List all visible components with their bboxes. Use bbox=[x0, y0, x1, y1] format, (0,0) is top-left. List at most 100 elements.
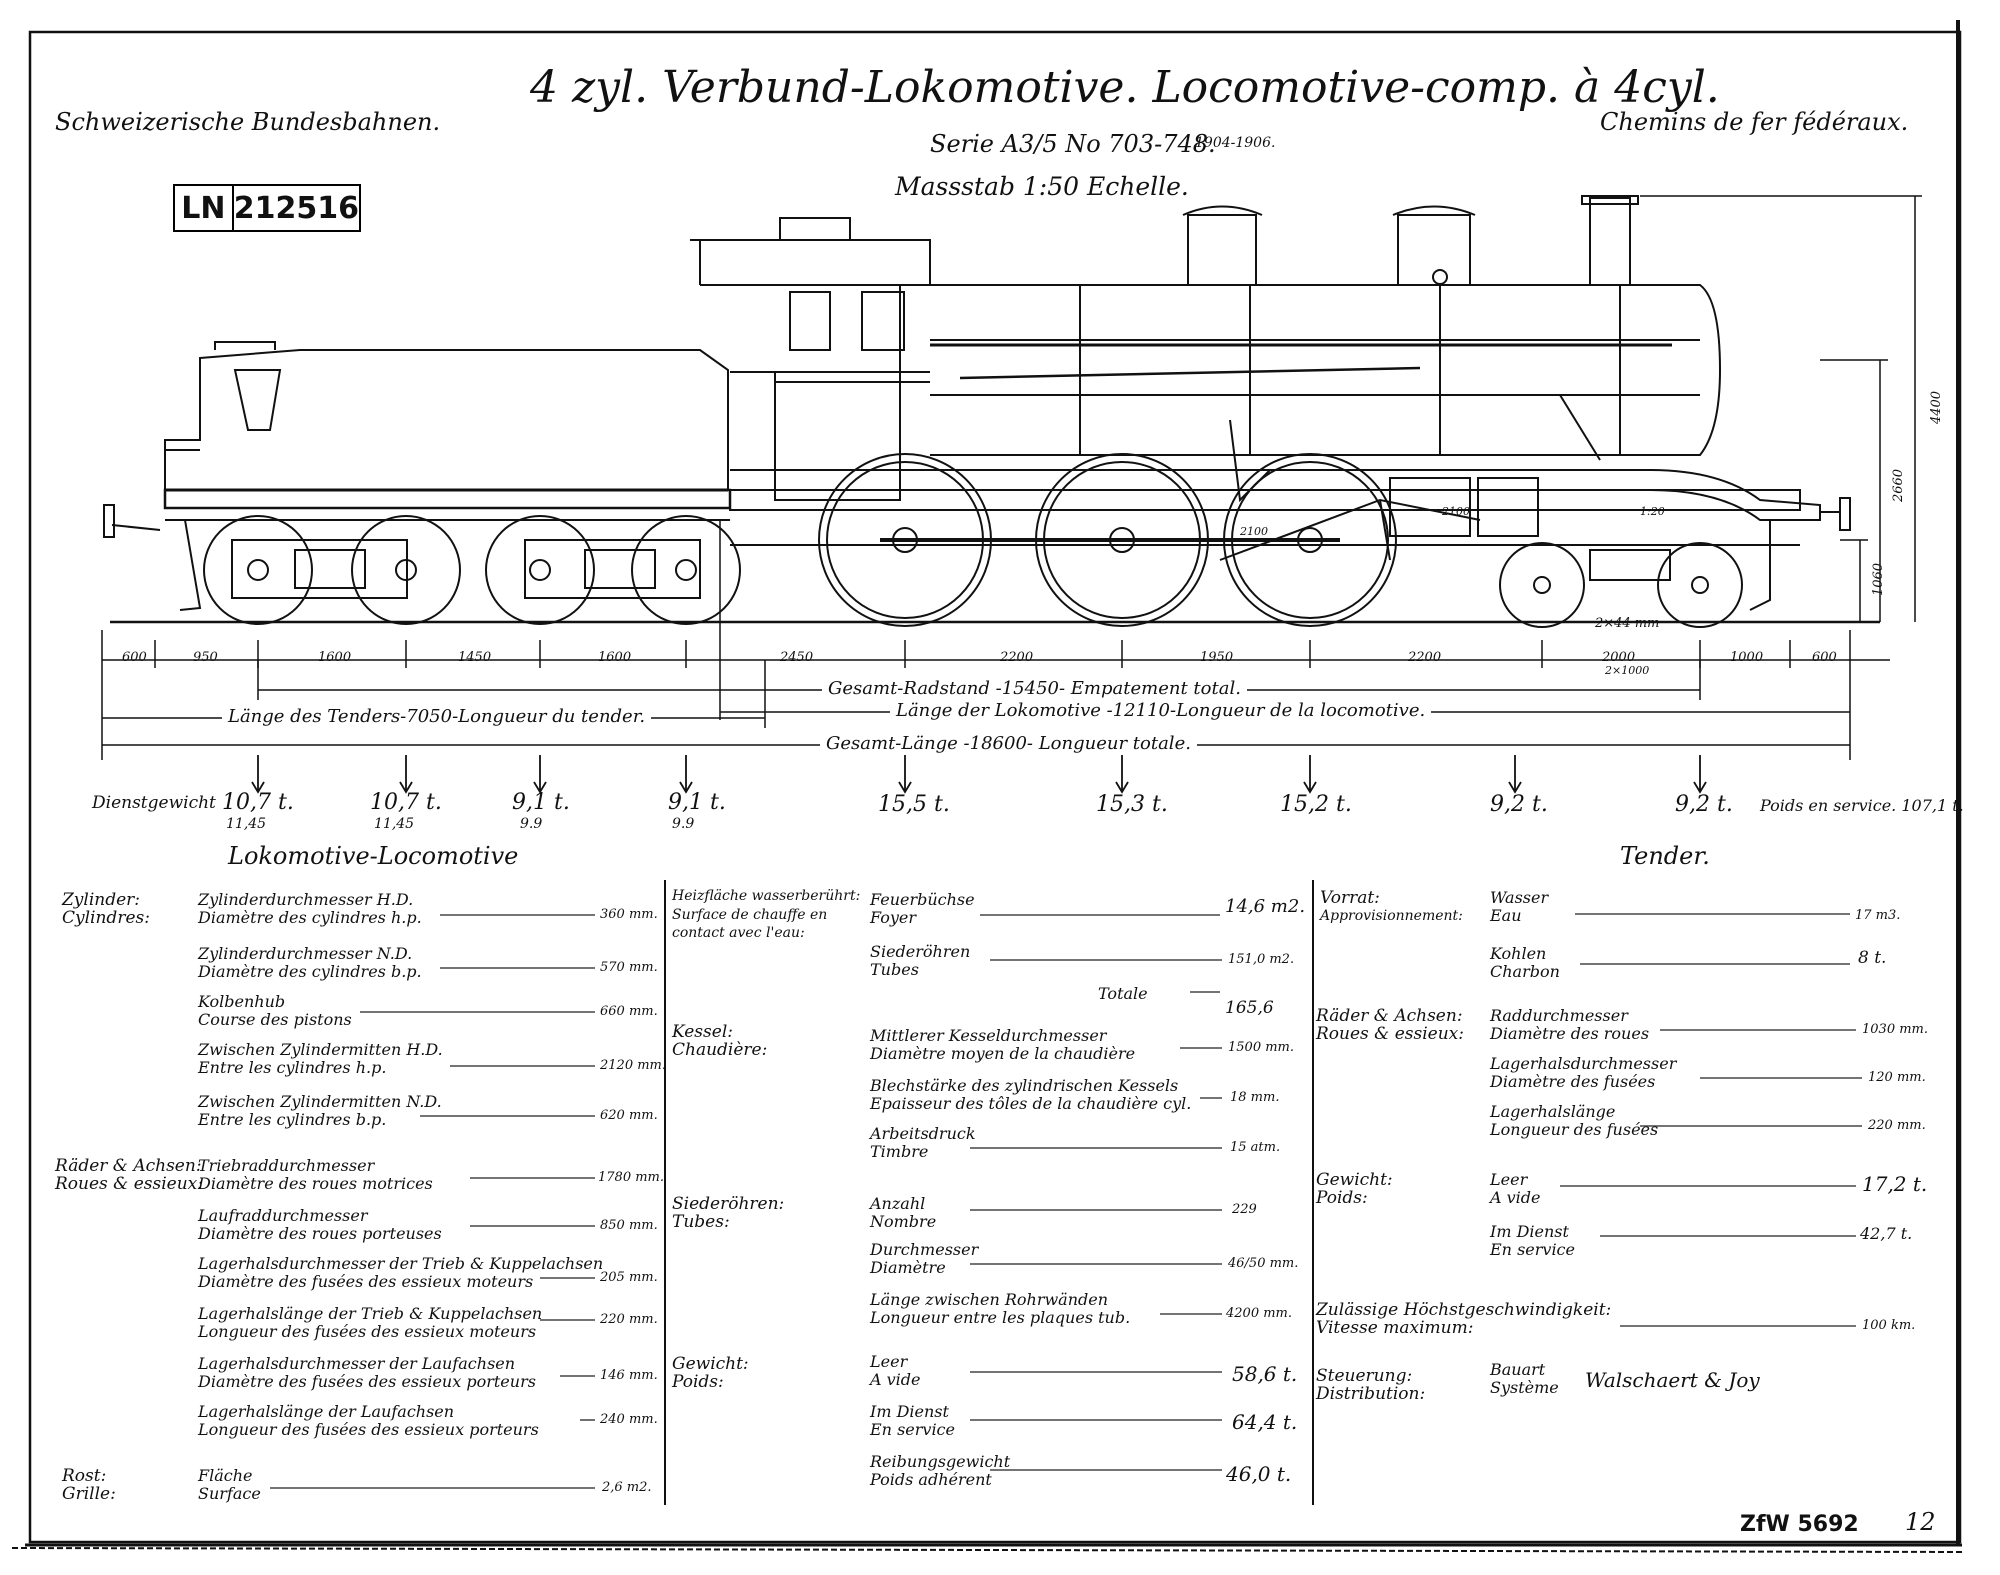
spec-value: 240 mm. bbox=[600, 1412, 658, 1427]
height-label: 2660 bbox=[1891, 468, 1907, 503]
height-label: 4400 bbox=[1929, 390, 1945, 425]
group-label: Distribution: bbox=[1316, 1384, 1426, 1404]
group-label: Gewicht: bbox=[672, 1354, 749, 1374]
group-label: Roues & essieux: bbox=[1316, 1024, 1464, 1044]
spec-value: 46,0 t. bbox=[1226, 1462, 1292, 1486]
group-label: Rost: bbox=[62, 1466, 107, 1486]
spec-value: 1500 mm. bbox=[1228, 1040, 1295, 1055]
spec-value: 165,6 bbox=[1225, 998, 1274, 1018]
stamp-number: 212516 bbox=[233, 190, 359, 226]
spec-label: Feuerbüchse bbox=[870, 890, 975, 909]
spec-label: Zylinderdurchmesser H.D. bbox=[198, 890, 414, 909]
tender-length-label: Länge des Tenders-7050-Longueur du tende… bbox=[222, 706, 652, 727]
spec-value: 205 mm. bbox=[600, 1270, 658, 1285]
spec-label: Totale bbox=[1098, 984, 1148, 1003]
spec-label: Anzahl bbox=[870, 1194, 926, 1213]
dim-label: 2200 bbox=[1000, 650, 1034, 665]
spec-value: 229 bbox=[1232, 1202, 1257, 1217]
spec-label: Diamètre des roues porteuses bbox=[198, 1224, 442, 1243]
spec-label: Lagerhalslänge bbox=[1490, 1102, 1616, 1121]
boiler bbox=[930, 284, 1722, 456]
spec-label: Raddurchmesser bbox=[1490, 1006, 1628, 1025]
spec-label: En service bbox=[1490, 1240, 1575, 1259]
spec-label: Leer bbox=[870, 1352, 908, 1371]
dim-label: 2200 bbox=[1408, 650, 1442, 665]
gauge-note: 2×44 mm bbox=[1595, 616, 1660, 631]
spec-label: Arbeitsdruck bbox=[870, 1124, 976, 1143]
total-length-label: Gesamt-Länge -18600- Longueur totale. bbox=[820, 733, 1197, 754]
spec-label: Blechstärke des zylindrischen Kessels bbox=[870, 1076, 1179, 1095]
group-label: Grille: bbox=[62, 1484, 116, 1504]
spec-label: Länge zwischen Rohrwänden bbox=[870, 1290, 1109, 1309]
spec-value: 660 mm. bbox=[600, 1004, 658, 1019]
spec-label: Diamètre des fusées bbox=[1490, 1072, 1656, 1091]
dim-label: 1000 bbox=[1730, 650, 1764, 665]
axle-weight: 9,2 t. bbox=[1675, 792, 1733, 817]
dim-label: 950 bbox=[193, 650, 218, 665]
spec-value: 120 mm. bbox=[1868, 1070, 1926, 1085]
spec-value: 1030 mm. bbox=[1862, 1022, 1929, 1037]
spec-label: Lagerhalsdurchmesser der Laufachsen bbox=[198, 1354, 516, 1373]
spec-value: 220 mm. bbox=[600, 1312, 658, 1327]
group-label: Poids: bbox=[1316, 1188, 1368, 1208]
axle-weight: 9,2 t. bbox=[1490, 792, 1548, 817]
archive-code: ZfW 5692 bbox=[1740, 1512, 1859, 1537]
group-label: Vitesse maximum: bbox=[1316, 1318, 1474, 1338]
spec-value: 17,2 t. bbox=[1862, 1172, 1928, 1196]
spec-value: 42,7 t. bbox=[1860, 1224, 1913, 1243]
spec-label: Course des pistons bbox=[198, 1010, 352, 1029]
cylinders-and-motion bbox=[1219, 394, 1601, 561]
spec-label: Tubes bbox=[870, 960, 919, 979]
spec-label: Poids adhérent bbox=[870, 1470, 992, 1489]
spec-label: Diamètre des cylindres b.p. bbox=[198, 962, 422, 981]
dim-label: 1600 bbox=[598, 650, 632, 665]
dim-label: 2450 bbox=[780, 650, 814, 665]
axle-weight: 15,2 t. bbox=[1280, 792, 1352, 817]
inline-dim: 2100 bbox=[1240, 525, 1268, 538]
spec-label: Timbre bbox=[870, 1142, 929, 1161]
tender-wheels bbox=[203, 515, 741, 625]
spec-label: Lagerhalslänge der Trieb & Kuppelachsen bbox=[198, 1304, 543, 1323]
spec-label: Laufraddurchmesser bbox=[198, 1206, 368, 1225]
spec-value: 151,0 m2. bbox=[1228, 952, 1295, 967]
spec-label: Zwischen Zylindermitten H.D. bbox=[198, 1040, 443, 1059]
dim-label: 2000 bbox=[1602, 650, 1636, 665]
spec-label: En service bbox=[870, 1420, 955, 1439]
spec-label: Longueur des fusées des essieux moteurs bbox=[198, 1322, 537, 1341]
group-label: Chaudière: bbox=[672, 1040, 768, 1060]
axle-weight: 9,1 t. bbox=[512, 790, 570, 815]
dim-note: 2×1000 bbox=[1605, 664, 1650, 677]
spec-value: 620 mm. bbox=[600, 1108, 658, 1123]
group-label: Surface de chauffe en contact avec l'eau… bbox=[672, 907, 828, 941]
group-label: Vorrat: bbox=[1320, 888, 1380, 908]
spec-value: 220 mm. bbox=[1868, 1118, 1926, 1133]
bogie-wheels bbox=[1499, 542, 1743, 628]
dim-label: 1950 bbox=[1200, 650, 1234, 665]
spec-value: 2,6 m2. bbox=[602, 1480, 652, 1495]
axle-weight: 15,3 t. bbox=[1096, 792, 1168, 817]
driving-wheels bbox=[818, 453, 1397, 627]
axle-weight-corrected: 9.9 bbox=[672, 816, 695, 832]
group-label: Roues & essieux: bbox=[55, 1174, 203, 1194]
org-name-french: Chemins de fer fédéraux. bbox=[1600, 108, 1909, 136]
group-label: Zulässige Höchstgeschwindigkeit: bbox=[1316, 1300, 1612, 1320]
group-label: Tubes: bbox=[672, 1212, 730, 1232]
group-label: Cylindres: bbox=[62, 908, 150, 928]
spec-label: Im Dienst bbox=[870, 1402, 949, 1421]
group-label: Gewicht: bbox=[1316, 1170, 1393, 1190]
weight-row-label: Dienstgewicht bbox=[92, 793, 216, 813]
chimney bbox=[1581, 195, 1639, 286]
spec-value: 2120 mm. bbox=[600, 1058, 667, 1073]
group-label: Räder & Achsen: bbox=[1316, 1006, 1463, 1026]
spec-label: Surface bbox=[198, 1484, 261, 1503]
spec-label: Durchmesser bbox=[870, 1240, 979, 1259]
spec-label: Kohlen bbox=[1490, 944, 1547, 963]
spec-value: 58,6 t. bbox=[1232, 1362, 1298, 1386]
total-service-weight: Poids en service. 107,1 t. bbox=[1760, 796, 1964, 815]
series-years: 1904-1906. bbox=[1195, 135, 1276, 151]
spec-value: 4200 mm. bbox=[1226, 1306, 1293, 1321]
spec-label: Leer bbox=[1490, 1170, 1528, 1189]
spec-label: Diamètre moyen de la chaudière bbox=[870, 1044, 1136, 1063]
dim-label: 600 bbox=[1812, 650, 1837, 665]
section-heading-locomotive: Lokomotive-Locomotive bbox=[228, 842, 519, 870]
